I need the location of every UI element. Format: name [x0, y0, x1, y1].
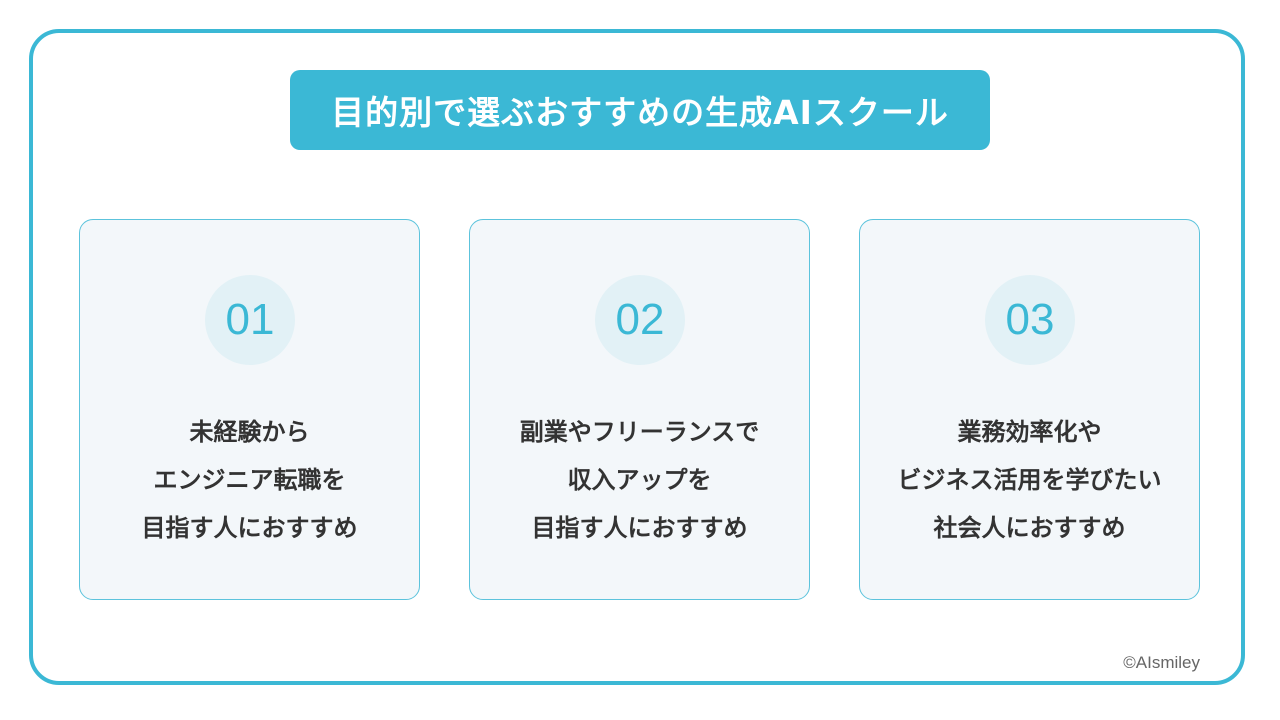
card-line: 目指す人におすすめ: [531, 514, 748, 542]
card-line: 収入アップを: [567, 466, 712, 494]
card-03: 03 業務効率化や ビジネス活用を学びたい 社会人におすすめ: [859, 219, 1200, 600]
card-line: 目指す人におすすめ: [141, 514, 358, 542]
card-text: 業務効率化や ビジネス活用を学びたい 社会人におすすめ: [860, 408, 1199, 552]
card-line: エンジニア転職を: [153, 466, 346, 494]
card-text: 未経験から エンジニア転職を 目指す人におすすめ: [80, 408, 419, 552]
card-line: 未経験から: [189, 418, 310, 446]
card-text: 副業やフリーランスで 収入アップを 目指す人におすすめ: [470, 408, 809, 552]
card-02: 02 副業やフリーランスで 収入アップを 目指す人におすすめ: [469, 219, 810, 600]
card-number: 01: [205, 275, 295, 365]
card-line: 社会人におすすめ: [933, 514, 1126, 542]
card-number: 02: [595, 275, 685, 365]
card-line: ビジネス活用を学びたい: [897, 466, 1162, 494]
page-title: 目的別で選ぶおすすめの生成AIスクール: [290, 70, 990, 150]
copyright: ©AIsmiley: [1123, 653, 1200, 672]
card-01: 01 未経験から エンジニア転職を 目指す人におすすめ: [79, 219, 420, 600]
outer-frame: [29, 29, 1245, 685]
card-line: 業務効率化や: [957, 418, 1102, 446]
card-number: 03: [985, 275, 1075, 365]
card-line: 副業やフリーランスで: [519, 418, 760, 446]
